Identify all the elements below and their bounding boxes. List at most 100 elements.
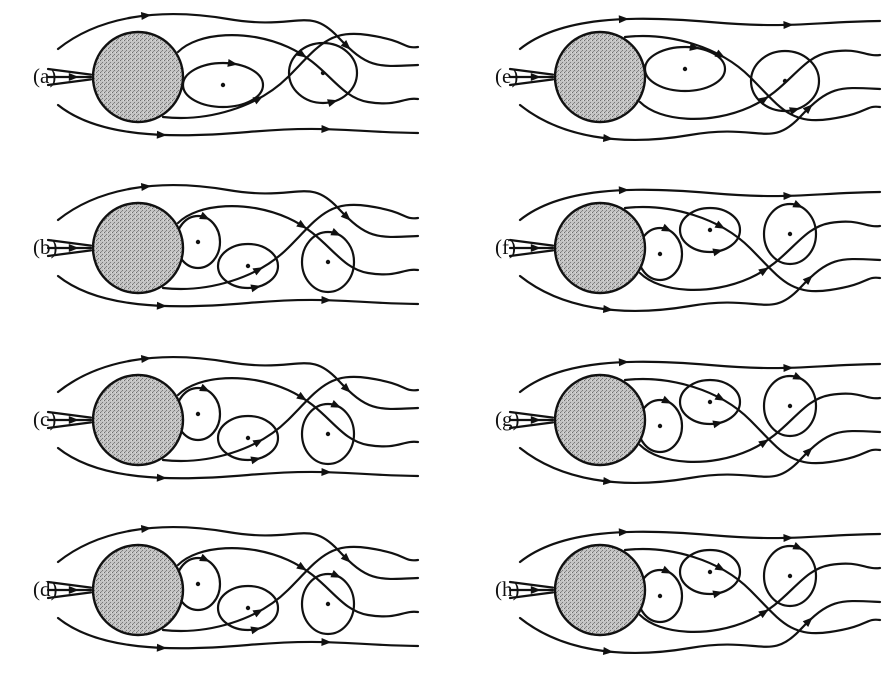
flow-arrow <box>714 393 727 405</box>
cylinder <box>93 203 183 293</box>
flow-arrow <box>783 21 793 29</box>
cylinder <box>93 375 183 465</box>
flow-arrow <box>321 468 331 476</box>
flow-arrow <box>619 528 629 536</box>
flow-arrow <box>327 96 339 107</box>
vortex-center <box>708 570 712 574</box>
flow-arrow <box>141 11 152 20</box>
wake-streamline <box>625 36 880 120</box>
vortex-center <box>683 67 687 71</box>
flow-arrow <box>330 228 342 239</box>
vortex-center <box>708 228 712 232</box>
flow-arrow <box>141 354 152 363</box>
flow-arrow <box>252 436 265 448</box>
vortex-center <box>783 79 787 83</box>
vortex-center <box>658 424 662 428</box>
panel-e: (e) <box>495 15 880 143</box>
flow-arrow <box>661 566 673 578</box>
wake-streamline <box>178 206 418 274</box>
flow-arrow <box>157 474 167 482</box>
vortex-center <box>221 83 225 87</box>
cylinder <box>93 32 183 122</box>
flow-arrow <box>69 244 79 252</box>
flow-arrow <box>330 570 342 581</box>
wake-streamline <box>178 378 418 446</box>
vortex-center <box>326 260 330 264</box>
flow-arrow <box>141 524 152 533</box>
flow-arrow <box>199 384 211 396</box>
flow-arrow <box>199 212 211 224</box>
flow-arrow <box>157 644 167 652</box>
vortex-center <box>196 240 200 244</box>
panel-h: (h) <box>495 528 880 656</box>
cylinder <box>555 545 645 635</box>
flow-arrow <box>661 396 673 408</box>
flow-arrow <box>792 372 804 383</box>
cylinder <box>555 375 645 465</box>
wake-streamline <box>625 207 880 291</box>
wake-streamline <box>640 222 880 290</box>
panel-c: (c) <box>33 354 418 482</box>
flow-arrow <box>603 134 614 143</box>
panel-g: (g) <box>495 358 880 486</box>
vortex-center <box>658 252 662 256</box>
flow-arrow <box>141 182 152 191</box>
flow-arrow <box>783 534 793 542</box>
vortex-center <box>246 436 250 440</box>
panel-f: (f) <box>495 186 880 314</box>
wake-streamline <box>640 394 880 462</box>
flow-arrow <box>531 73 541 81</box>
vortex-center <box>708 400 712 404</box>
cylinder <box>555 32 645 122</box>
wake-streamline <box>625 379 880 463</box>
vortex-center <box>196 582 200 586</box>
wake-streamline <box>178 548 418 616</box>
vortex-center <box>658 594 662 598</box>
flow-arrow <box>792 200 804 211</box>
flow-arrow <box>157 302 167 310</box>
vortex-center <box>788 232 792 236</box>
panel-d: (d) <box>33 524 418 652</box>
flow-arrow <box>783 192 793 200</box>
flow-arrow <box>531 586 541 594</box>
vortex-center <box>326 602 330 606</box>
flow-arrow <box>531 416 541 424</box>
vortex-center <box>788 404 792 408</box>
panel-b: (b) <box>33 182 418 310</box>
wake-streamline <box>640 564 880 632</box>
flow-arrow <box>619 358 629 366</box>
flow-arrow <box>714 221 727 233</box>
flow-arrow <box>321 125 331 133</box>
flow-arrow <box>69 416 79 424</box>
flow-arrow <box>783 364 793 372</box>
wake-streamline <box>625 549 880 633</box>
flow-arrow <box>619 15 629 23</box>
flow-arrow <box>531 244 541 252</box>
flow-arrow <box>792 542 804 553</box>
panel-a: (a) <box>33 11 418 139</box>
flow-arrow <box>603 647 614 656</box>
panels-layer: (a) (b) (c) (d) (e) (f) (g) (h) <box>33 11 880 656</box>
flow-arrow <box>603 305 614 314</box>
flow-arrow <box>330 400 342 411</box>
vortex-center <box>246 264 250 268</box>
wake-streamline <box>163 34 418 118</box>
flow-arrow <box>661 224 673 236</box>
flow-arrow <box>252 264 265 276</box>
flow-arrow <box>603 477 614 486</box>
cylinder <box>555 203 645 293</box>
vortex-center <box>788 574 792 578</box>
flow-arrow <box>619 186 629 194</box>
flow-arrow <box>714 563 727 575</box>
flow-arrow <box>321 638 331 646</box>
flow-arrow <box>252 606 265 618</box>
flow-arrow <box>69 586 79 594</box>
vortex-center <box>196 412 200 416</box>
vortex-center <box>321 71 325 75</box>
flow-arrow <box>199 554 211 566</box>
flow-arrow <box>321 296 331 304</box>
vortex-center <box>326 432 330 436</box>
flow-arrow <box>157 131 167 139</box>
cylinder <box>93 545 183 635</box>
